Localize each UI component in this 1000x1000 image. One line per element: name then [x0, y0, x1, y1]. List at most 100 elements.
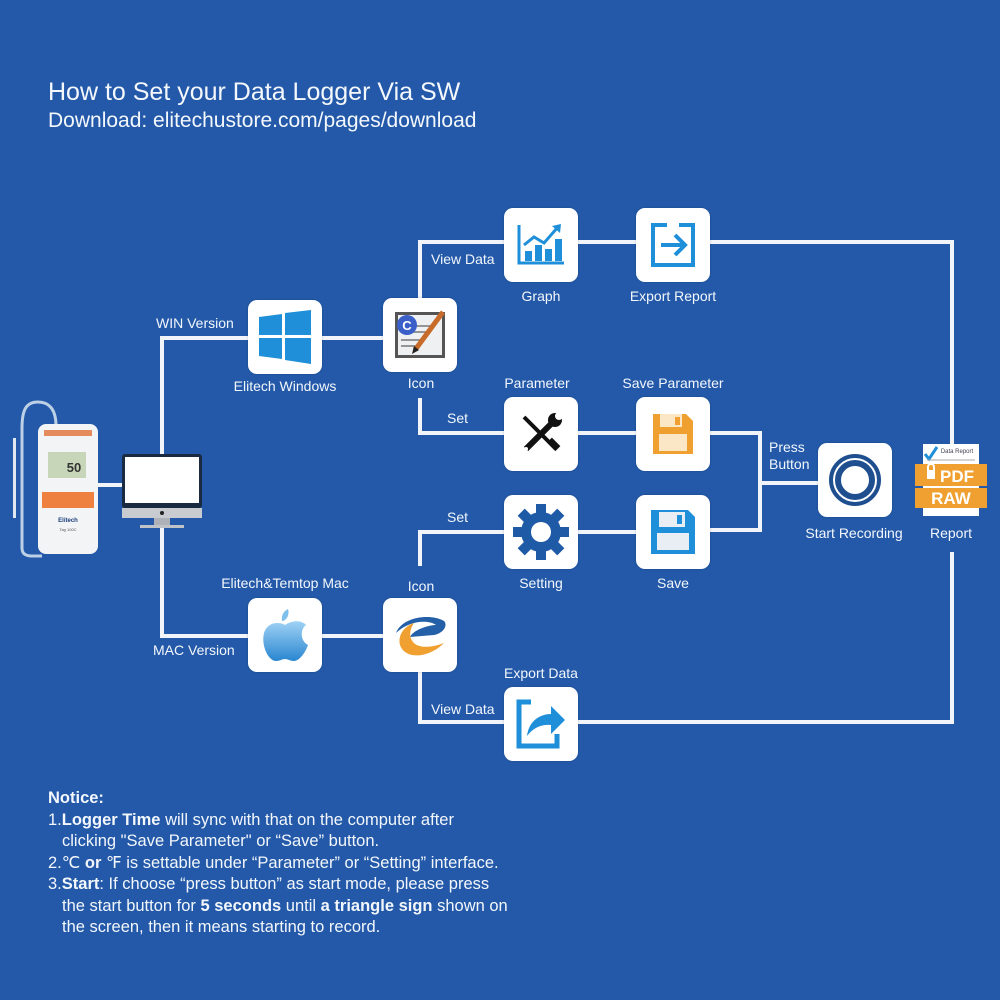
notice-heading: Notice:	[48, 788, 508, 810]
connector-right-vertical-top	[950, 240, 954, 446]
share-export-icon	[516, 699, 565, 749]
parameter-label: Parameter	[504, 375, 570, 391]
item3-line2-b: until	[281, 896, 321, 915]
win-software-icon-node[interactable]: C	[383, 298, 457, 372]
win-set-label: Set	[447, 410, 469, 426]
data-logger-device: 50 Elitech Tag 100C	[8, 398, 98, 558]
item2-fahrenheit: ℉	[105, 853, 122, 872]
report-raw-text: RAW	[931, 489, 972, 508]
notice-item-2: 2.℃ or ℉ is settable under “Parameter” o…	[48, 853, 508, 875]
report-pdf-text: PDF	[940, 467, 974, 486]
elitech-windows-label: Elitech Windows	[233, 378, 337, 394]
notice-item-3-line3: the screen, then it means starting to re…	[62, 918, 381, 936]
tools-icon	[522, 412, 563, 452]
mac-app-node[interactable]	[248, 598, 322, 672]
item1-bold: Logger Time	[61, 810, 161, 829]
gear-icon	[513, 504, 569, 560]
graph-icon	[517, 224, 564, 265]
item3-line2-bold1: 5 seconds	[200, 896, 282, 915]
floppy-disk-blue-icon	[651, 510, 695, 554]
save-node[interactable]	[636, 495, 710, 569]
mac-version-label: MAC Version	[153, 642, 235, 658]
device-brand: Elitech	[58, 518, 78, 524]
pdf-raw-report-icon: Data Report PDF RAW	[915, 444, 987, 516]
start-recording-node[interactable]	[818, 443, 892, 517]
mac-view-data-label: View Data	[431, 701, 495, 717]
notice-item-3: 3.Start: If choose “press button” as sta…	[48, 874, 508, 896]
item2-celsius: ℃	[61, 853, 81, 872]
export-data-label: Export Data	[504, 665, 578, 681]
setting-label: Setting	[519, 575, 563, 591]
save-parameter-label: Save Parameter	[622, 375, 724, 391]
item3-line2-c: shown on	[432, 896, 508, 915]
connector-win-set-horizontal	[418, 431, 508, 435]
press-label-line1: Press	[769, 439, 805, 455]
computer-monitor	[120, 452, 204, 530]
elitech-windows-node[interactable]	[248, 300, 322, 374]
save-parameter-node[interactable]	[636, 397, 710, 471]
report-header-text: Data Report	[941, 449, 974, 455]
notice-item-3-line2: the start button for 5 seconds until a t…	[48, 896, 508, 918]
svg-text:C: C	[402, 318, 412, 333]
export-data-node[interactable]	[504, 687, 578, 761]
mac-icon-label: Icon	[407, 578, 435, 594]
connector-win-set-vertical	[418, 398, 422, 434]
connector-save-right	[708, 528, 762, 532]
page-title: How to Set your Data Logger Via SW	[48, 78, 461, 106]
setting-node[interactable]	[504, 495, 578, 569]
connector-setting-save	[576, 530, 640, 534]
start-recording-label: Start Recording	[805, 525, 903, 541]
notice-heading-text: Notice:	[48, 789, 104, 807]
connector-mac-set-vertical	[418, 530, 422, 566]
item1-number: 1.	[48, 810, 62, 829]
connector-right-vertical-bottom	[950, 552, 954, 724]
connector-exportdata-right	[576, 720, 954, 724]
device-reading: 50	[67, 460, 81, 475]
press-label-line2: Button	[769, 456, 810, 472]
connector-mac-icon	[320, 634, 390, 638]
item2-number: 2.	[48, 853, 62, 872]
connector-win-view-horizontal	[418, 240, 508, 244]
elitech-e-logo-icon	[396, 617, 446, 656]
win-version-label: WIN Version	[156, 315, 234, 331]
connector-press-start	[758, 481, 822, 485]
connector-graph-export	[576, 240, 640, 244]
win-icon-label: Icon	[407, 375, 435, 391]
floppy-disk-orange-icon	[653, 414, 693, 454]
connector-mac-view-vertical	[418, 670, 422, 724]
parameter-node[interactable]	[504, 397, 578, 471]
connector-export-report-right	[708, 240, 954, 244]
connector-device-monitor	[92, 483, 124, 487]
graph-label: Graph	[521, 288, 561, 304]
record-button-icon	[829, 454, 881, 506]
connector-windows-icon	[320, 336, 390, 340]
mac-software-icon-node[interactable]	[383, 598, 457, 672]
graph-node[interactable]	[504, 208, 578, 282]
connector-saveparam-right	[708, 431, 762, 435]
item3-line2-a: the start button for	[62, 896, 201, 915]
item3-number: 3.	[48, 875, 62, 893]
connector-win-branch	[160, 336, 260, 340]
win-view-data-label: View Data	[431, 251, 495, 267]
mac-app-label: Elitech&Temtop Mac	[221, 575, 349, 591]
connector-mac-set-horizontal	[418, 530, 508, 534]
item3-bold: Start	[61, 875, 100, 893]
press-button-label: Press Button	[769, 439, 809, 473]
download-url: Download: elitechustore.com/pages/downlo…	[48, 109, 477, 132]
export-report-node[interactable]	[636, 208, 710, 282]
item3-text: : If choose “press button” as start mode…	[99, 875, 490, 893]
item3-line2-bold2: a triangle sign	[320, 896, 433, 915]
connector-mac-view-horizontal	[418, 720, 508, 724]
export-report-icon	[651, 223, 695, 267]
software-app-icon: C	[395, 310, 446, 358]
report-node[interactable]: Data Report PDF RAW	[913, 442, 989, 518]
save-label: Save	[657, 575, 689, 591]
notice-item-1-line2: clicking "Save Parameter" or “Save” butt…	[62, 832, 380, 850]
notice-item-1: 1.Logger Time will sync with that on the…	[48, 810, 508, 832]
item2-or: or	[80, 853, 106, 872]
connector-mac-branch	[160, 634, 260, 638]
item2-text: is settable under “Parameter” or “Settin…	[121, 853, 499, 872]
report-label: Report	[929, 525, 973, 541]
apple-logo-icon	[263, 609, 308, 661]
item1-text: will sync with that on the computer afte…	[160, 810, 454, 829]
